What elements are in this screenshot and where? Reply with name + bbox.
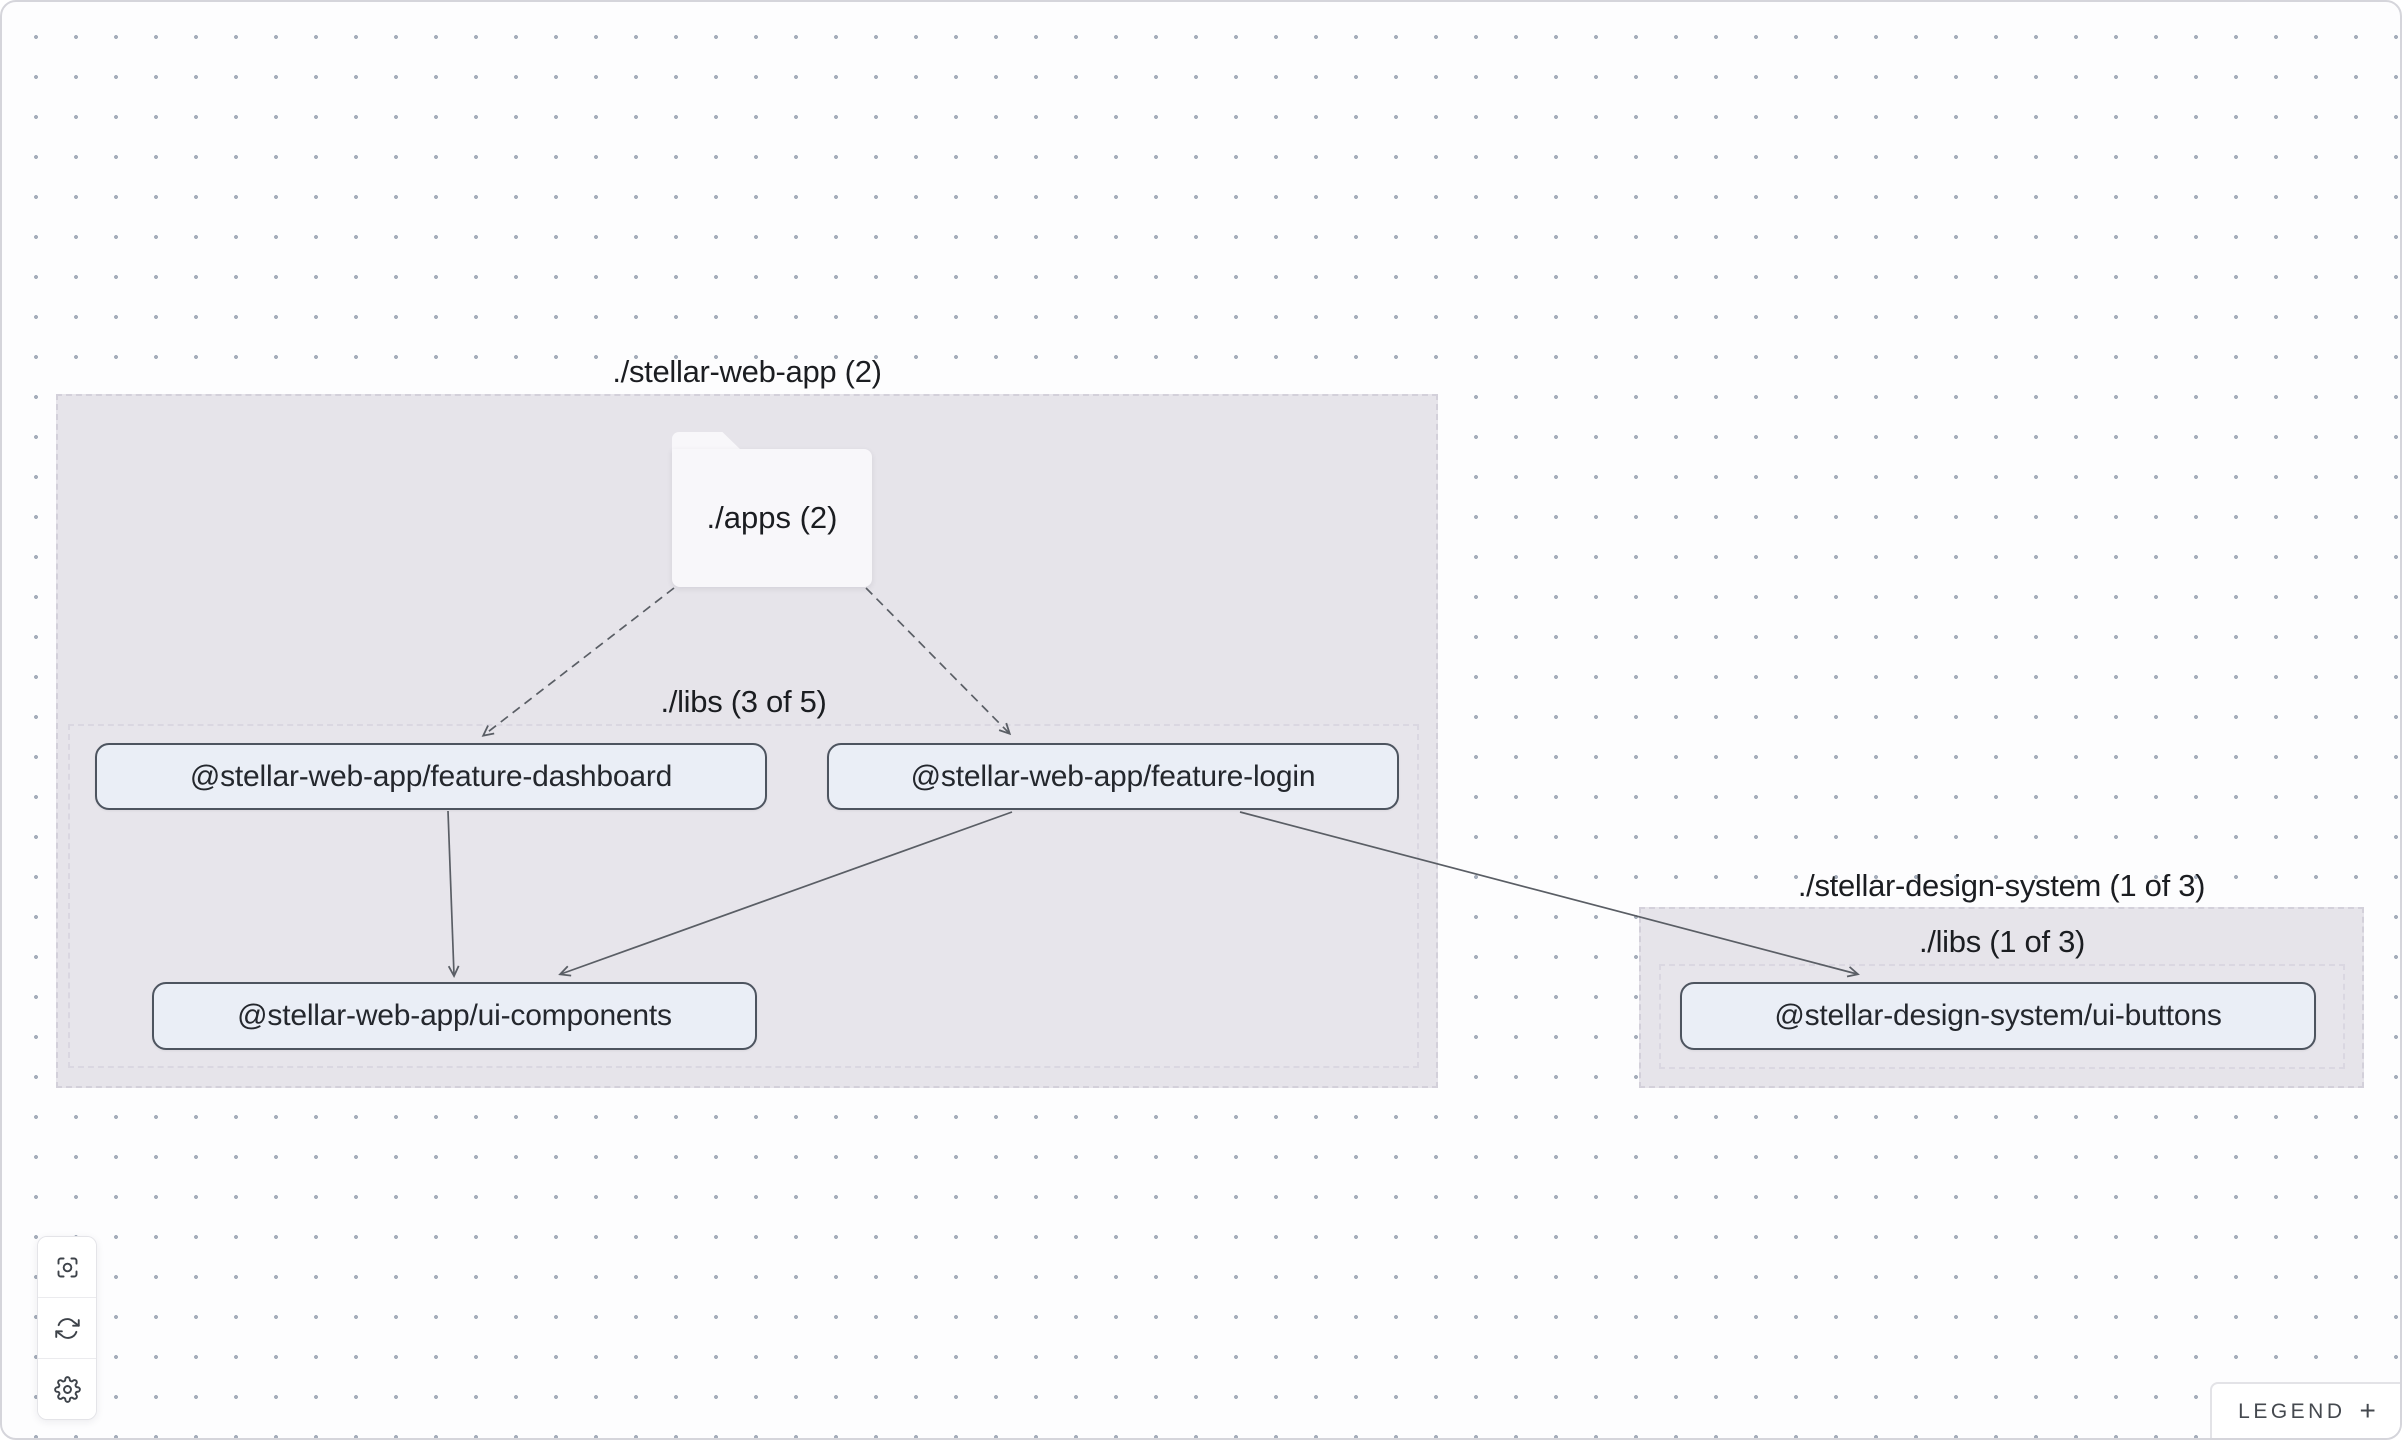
- libs-label-web-app: ./libs (3 of 5): [660, 684, 827, 719]
- legend-toggle[interactable]: LEGEND +: [2210, 1382, 2400, 1438]
- folder-label-apps: ./apps (2): [672, 449, 872, 587]
- project-node-ui-components[interactable]: @stellar-web-app/ui-components: [152, 982, 757, 1050]
- group-title-stellar-design-system: ./stellar-design-system (1 of 3): [1797, 868, 2206, 903]
- node-label: @stellar-web-app/ui-components: [237, 999, 672, 1032]
- focus-button[interactable]: [38, 1237, 96, 1298]
- libs-label-design-system: ./libs (1 of 3): [1918, 924, 2086, 959]
- legend-label: LEGEND: [2238, 1400, 2346, 1423]
- folder-tab: [672, 432, 742, 451]
- project-node-feature-dashboard[interactable]: @stellar-web-app/feature-dashboard: [95, 743, 767, 810]
- node-label: @stellar-design-system/ui-buttons: [1774, 999, 2222, 1032]
- folder-node-apps[interactable]: ./apps (2): [672, 432, 872, 587]
- node-label: @stellar-web-app/feature-login: [910, 759, 1316, 793]
- project-node-feature-login[interactable]: @stellar-web-app/feature-login: [827, 743, 1399, 810]
- graph-control-panel: [37, 1236, 97, 1420]
- plus-icon: +: [2359, 1394, 2376, 1426]
- refresh-icon: [54, 1317, 80, 1339]
- group-title-stellar-web-app: ./stellar-web-app (2): [612, 354, 882, 389]
- project-node-ui-buttons[interactable]: @stellar-design-system/ui-buttons: [1680, 982, 2316, 1050]
- gear-icon: [53, 1375, 81, 1403]
- focus-icon: [57, 1257, 77, 1277]
- node-label: @stellar-web-app/feature-dashboard: [189, 759, 673, 793]
- settings-button[interactable]: [38, 1359, 96, 1419]
- refresh-button[interactable]: [38, 1298, 96, 1359]
